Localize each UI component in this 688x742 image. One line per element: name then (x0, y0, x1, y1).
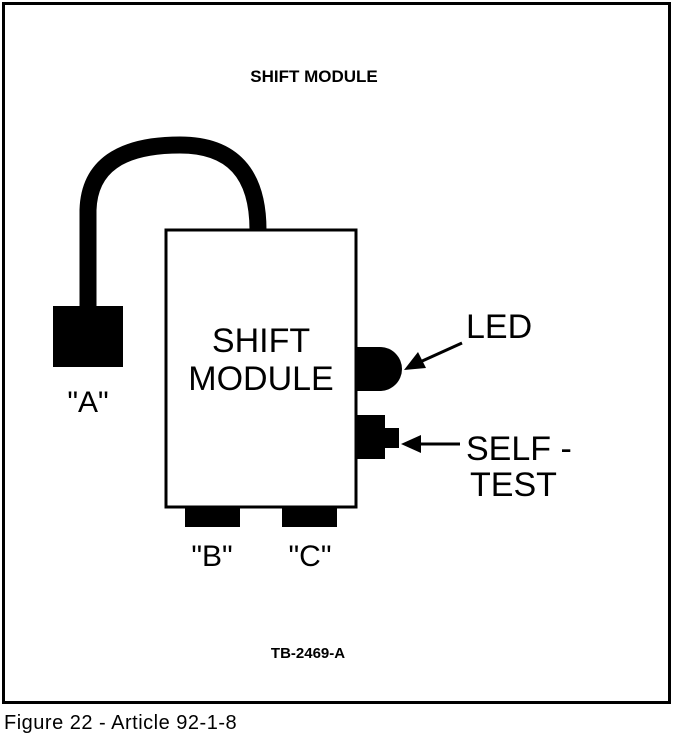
connector-a-label: "A" (67, 386, 108, 419)
connector-c-label: "C" (289, 540, 332, 573)
connector-b (185, 508, 240, 527)
reference-code: TB-2469-A (271, 645, 345, 662)
led-arrow (419, 341, 463, 364)
connector-c (282, 508, 337, 527)
self-test-button-tip (384, 428, 399, 448)
self-test-arrowhead (401, 435, 421, 453)
self-test-label-line2: TEST (470, 466, 557, 504)
figure-frame (2, 2, 671, 704)
figure-caption: Figure 22 - Article 92-1-8 (4, 712, 238, 734)
connector-a-cable (79, 136, 267, 308)
module-label-line2: MODULE (188, 360, 333, 398)
module-label-line1: SHIFT (212, 322, 310, 360)
self-test-button (357, 415, 385, 459)
led-label: LED (466, 308, 532, 346)
led-indicator (357, 347, 402, 391)
self-test-label-line1: SELF - (466, 430, 572, 468)
connector-a (53, 306, 123, 367)
diagram-header: SHIFT MODULE (250, 67, 378, 86)
led-arrowhead (404, 352, 426, 370)
connector-b-label: "B" (191, 540, 232, 573)
module-body (164, 228, 358, 509)
